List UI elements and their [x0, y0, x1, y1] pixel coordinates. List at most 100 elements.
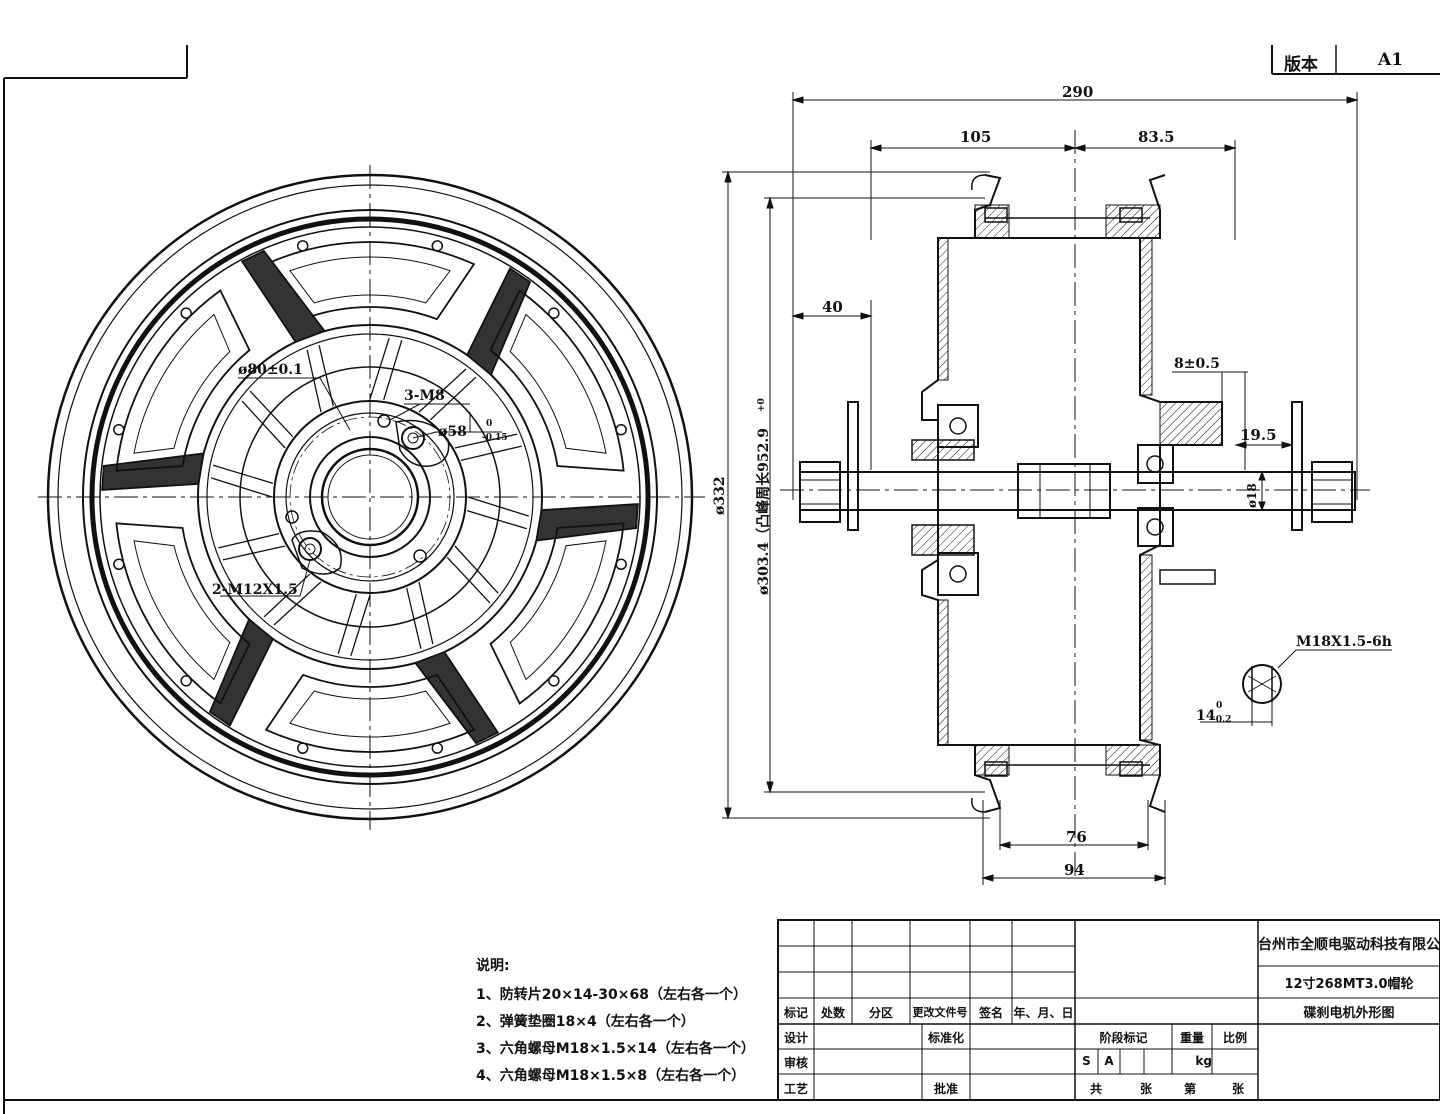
wheel-window-inner: [289, 690, 451, 738]
header-cell: 处数: [820, 1006, 845, 1020]
product-name-line1: 12寸268MT3.0帽轮: [1284, 977, 1414, 992]
weight-unit: kg: [1195, 1054, 1212, 1068]
wheel-window: [264, 241, 476, 321]
wheel-window: [264, 673, 476, 753]
dim-rim-diameter: ø303.4（凸峰周长952.9: [755, 428, 772, 595]
hub-rib: [369, 337, 390, 400]
hub-rib: [318, 345, 334, 407]
dim-flat-tol-bot: -0.2: [1212, 715, 1231, 725]
dim-left-section: 105: [960, 128, 991, 146]
hub-rib: [418, 581, 434, 645]
hub-rib: [213, 464, 274, 484]
stage-a: A: [1104, 1054, 1114, 1068]
bolt-circle-label: ø80±0.1: [238, 362, 303, 378]
front-view-wheel: [38, 165, 705, 830]
dim-flat-tol-top: 0: [1216, 701, 1222, 711]
note-item: 3、六角螺母M18×1.5×14（左右各一个）: [476, 1041, 755, 1057]
scale-label: 比例: [1222, 1031, 1247, 1045]
hub-tol-top: 0: [486, 419, 492, 429]
note-item: 4、六角螺母M18×1.5×8（左右各一个）: [476, 1068, 746, 1084]
row-label-design: 设计: [783, 1031, 808, 1045]
dim-rim-outer: 94: [1064, 861, 1085, 879]
wheel-spoke: [240, 249, 327, 344]
header-cell: 标记: [783, 1006, 808, 1020]
wheel-window: [489, 522, 625, 705]
header-cell: 签名: [978, 1006, 1003, 1020]
wheel-window-inner: [133, 540, 231, 681]
holes-label: 3-M8: [404, 388, 445, 404]
version-value: A1: [1378, 50, 1404, 70]
header-cell: 更改文件号: [912, 1006, 968, 1019]
wheel-spoke: [465, 267, 532, 377]
company-name: 台州市全顺电驱动科技有限公司: [1258, 937, 1440, 953]
wheel-spoke: [413, 650, 500, 745]
hub-rib: [249, 390, 294, 438]
sheets-total: 共: [1089, 1082, 1102, 1096]
standardize-label: 标准化: [927, 1031, 964, 1045]
dim-outer-diameter: ø332: [712, 476, 728, 515]
wheel-spoke: [535, 503, 639, 542]
rim-bolt-icon: [548, 307, 560, 319]
dim-rim-tol: +0: [757, 398, 767, 412]
valve-thread-label: 2-M12X1.5: [212, 582, 298, 598]
dim-overall-width: 290: [1062, 83, 1093, 101]
sheets-zhang: 张: [1139, 1082, 1152, 1096]
sheets-zhang: 张: [1231, 1082, 1244, 1096]
title-block-grid: [777, 919, 1440, 1101]
dim-thread-spec: M18X1.5-6h: [1296, 634, 1392, 650]
note-item: 2、弹簧垫圈18×4（左右各一个）: [476, 1014, 695, 1030]
dim-right-section: 83.5: [1138, 128, 1175, 146]
stage-label: 阶段标记: [1099, 1031, 1148, 1045]
product-name-line2: 碟刹电机外形图: [1303, 1006, 1395, 1021]
hub-rib: [446, 556, 491, 604]
hub-rib: [218, 533, 280, 549]
hub-tol-bot: -0.15: [482, 433, 508, 443]
hub-rib: [337, 593, 357, 654]
dim-shaft-dia: ø18: [1245, 483, 1259, 508]
wheel-window: [115, 289, 251, 472]
sheets-no: 第: [1183, 1082, 1196, 1096]
rim-bolt-icon: [180, 307, 192, 319]
rim-bolt-icon: [180, 675, 192, 687]
row-label-review: 审核: [783, 1056, 808, 1070]
dim-shaft-flat: 8±0.5: [1174, 356, 1220, 372]
stage-s: S: [1082, 1054, 1091, 1068]
wheel-window: [115, 522, 251, 705]
hub-rib: [460, 445, 522, 461]
wheel-window-inner: [289, 256, 451, 304]
hub-rib: [466, 510, 527, 530]
hub-rib: [429, 376, 477, 421]
wheel-window: [489, 289, 625, 472]
wheel-spoke: [208, 617, 275, 727]
wheel-window-inner: [133, 313, 231, 454]
hub-rib: [406, 587, 422, 649]
hub-rib: [210, 477, 273, 498]
side-section-view: [722, 92, 1392, 885]
weight-label: 重量: [1179, 1031, 1204, 1045]
hub-rib: [383, 340, 403, 401]
dim-flange-offset: 40: [822, 298, 843, 316]
header-cell: 分区: [868, 1006, 893, 1020]
hub-rib: [467, 496, 530, 517]
hub-rib: [454, 545, 499, 594]
hub-rib: [306, 349, 322, 413]
version-label: 版本: [1284, 55, 1318, 75]
hub-rib: [418, 368, 467, 413]
row-label-process: 工艺: [783, 1082, 808, 1096]
approve-label: 批准: [933, 1082, 958, 1096]
dim-shaft-ext: 19.5: [1240, 426, 1277, 444]
hub-rib: [454, 433, 518, 449]
notes-title: 说明:: [476, 958, 510, 974]
wheel-spoke: [101, 452, 205, 491]
dim-rim-inner: 76: [1066, 828, 1087, 846]
wheel-window-inner: [509, 313, 607, 454]
rim-bolt-icon: [548, 675, 560, 687]
dim-flat-width: 14: [1196, 708, 1216, 724]
header-cell: 年、月、日: [1013, 1006, 1074, 1020]
hub-rib: [273, 581, 322, 626]
note-item: 1、防转片20×14-30×68（左右各一个）: [476, 987, 747, 1003]
hub-rib: [350, 594, 371, 657]
hub-rib: [222, 545, 286, 561]
hub-rib: [241, 400, 286, 449]
